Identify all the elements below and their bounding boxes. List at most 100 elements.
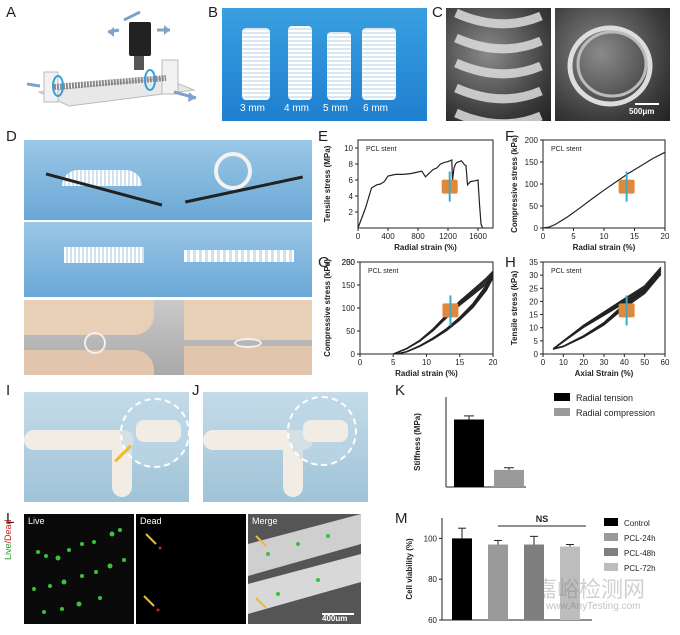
loading-cycle-curve xyxy=(553,273,662,350)
x-tick-label: 15 xyxy=(630,232,639,241)
x-tick-label: 5 xyxy=(391,358,396,367)
legend-swatch xyxy=(604,548,618,556)
y-tick-label: 50 xyxy=(529,202,538,211)
x-tick-label: 1600 xyxy=(469,232,487,241)
y-tick-label: 150 xyxy=(525,158,539,167)
legend-label: Control xyxy=(624,519,650,528)
side-dead-text: Dead xyxy=(3,519,13,541)
x-axis-label: Radial strain (%) xyxy=(394,243,457,252)
live-stain-image: Live xyxy=(24,514,134,624)
x-axis-label: Axial Strain (%) xyxy=(575,369,634,378)
y-tick-label: 35 xyxy=(529,258,538,267)
x-tick-label: 0 xyxy=(356,232,361,241)
stent-in-tube-photo-j xyxy=(203,392,368,502)
legend-label: PCL-48h xyxy=(624,549,656,558)
y-tick-label: 4 xyxy=(349,192,354,201)
side-live-text: Live xyxy=(3,543,13,560)
y-axis-label: Cell viability (%) xyxy=(405,538,414,600)
merge-label: Merge xyxy=(252,516,278,526)
x-tick-label: 5 xyxy=(571,232,576,241)
flex-bend-photo xyxy=(24,140,312,220)
x-tick-label: 40 xyxy=(620,358,629,367)
bar xyxy=(488,544,508,620)
live-dead-side-label: Live/Dead xyxy=(3,519,13,560)
x-tick-label: 20 xyxy=(661,232,670,241)
y-axis-label: Compressive stress (kPa) xyxy=(510,135,519,233)
legend-swatch xyxy=(604,563,618,571)
stretch-photo xyxy=(24,222,312,297)
x-tick-label: 50 xyxy=(640,358,649,367)
scalebar-label-l: 400um xyxy=(322,614,348,623)
x-tick-label: 0 xyxy=(541,358,546,367)
plot-frame xyxy=(542,261,666,355)
stress-strain-curve xyxy=(542,151,666,229)
y-tick-label: 15 xyxy=(529,311,538,320)
x-axis-label: Radial strain (%) xyxy=(395,369,458,378)
unloading-cycle-curve xyxy=(396,277,494,355)
panel-label-l: L xyxy=(6,510,15,527)
loading-cycle-curve xyxy=(393,277,494,355)
legend-label: PCL-72h xyxy=(624,564,656,573)
y-tick-label: 100 xyxy=(342,304,356,313)
x-tick-label: 20 xyxy=(579,358,588,367)
y-tick-label: 60 xyxy=(428,616,437,625)
plot-frame xyxy=(542,139,666,229)
y-tick-label: 100 xyxy=(525,180,539,189)
watermark-en: www.AnyTesting.com xyxy=(546,601,641,612)
panel-label-b: B xyxy=(208,4,219,21)
legend-label: Radial tension xyxy=(576,393,633,403)
y-tick-label: 10 xyxy=(529,324,538,333)
panel-label-j: J xyxy=(192,382,200,399)
panel-label-i: I xyxy=(6,382,11,399)
panel-label-k: K xyxy=(395,382,406,399)
scalebar-c xyxy=(635,103,659,105)
bar xyxy=(524,544,544,620)
dead-label: Dead xyxy=(140,516,162,526)
legend-label: PCL-24h xyxy=(624,534,656,543)
merge-stain-image: Merge 400um xyxy=(248,514,361,624)
watermark-cn: 嘉峪检测网 xyxy=(535,578,646,603)
finger-press-photo xyxy=(24,300,312,375)
x-tick-label: 10 xyxy=(559,358,568,367)
panel-label-m: M xyxy=(395,510,408,527)
bar xyxy=(454,419,484,487)
live-label: Live xyxy=(28,516,45,526)
y-axis-label: Stiffness (MPa) xyxy=(413,413,422,471)
x-tick-label: 10 xyxy=(600,232,609,241)
size-label-4mm: 4 mm xyxy=(284,103,309,114)
bar xyxy=(452,538,472,620)
y-tick-label: 250 xyxy=(342,258,356,267)
y-tick-label: 50 xyxy=(346,327,355,336)
stress-strain-curve xyxy=(357,159,484,229)
x-tick-label: 10 xyxy=(422,358,431,367)
x-tick-label: 15 xyxy=(455,358,464,367)
y-axis-label: Tensile stress (kPa) xyxy=(510,270,519,345)
y-tick-label: 10 xyxy=(344,144,353,153)
y-tick-label: 0 xyxy=(351,350,356,359)
y-tick-label: 30 xyxy=(529,271,538,280)
y-tick-label: 5 xyxy=(534,337,539,346)
sem-spiral-top: 500μm xyxy=(555,8,670,121)
bar xyxy=(494,469,524,487)
unloading-cycle-curve xyxy=(552,273,662,350)
y-tick-label: 100 xyxy=(424,534,438,543)
bar xyxy=(560,546,580,620)
size-label-5mm: 5 mm xyxy=(323,103,348,114)
panel-label-e: E xyxy=(318,128,329,145)
x-axis-label: Radial strain (%) xyxy=(573,243,636,252)
y-axis-label: Tensile stress (MPa) xyxy=(323,145,332,222)
x-tick-label: 20 xyxy=(489,358,498,367)
y-tick-label: 200 xyxy=(525,136,539,145)
chart-annotation: PCL stent xyxy=(551,146,582,153)
y-tick-label: 2 xyxy=(349,208,354,217)
y-axis-label: Compressive stress (kPa) xyxy=(323,259,332,357)
panel-label-g: G xyxy=(318,254,330,271)
sem-spiral-side xyxy=(446,8,551,121)
x-tick-label: 0 xyxy=(358,358,363,367)
legend-swatch xyxy=(604,518,618,526)
legend-swatch xyxy=(604,533,618,541)
